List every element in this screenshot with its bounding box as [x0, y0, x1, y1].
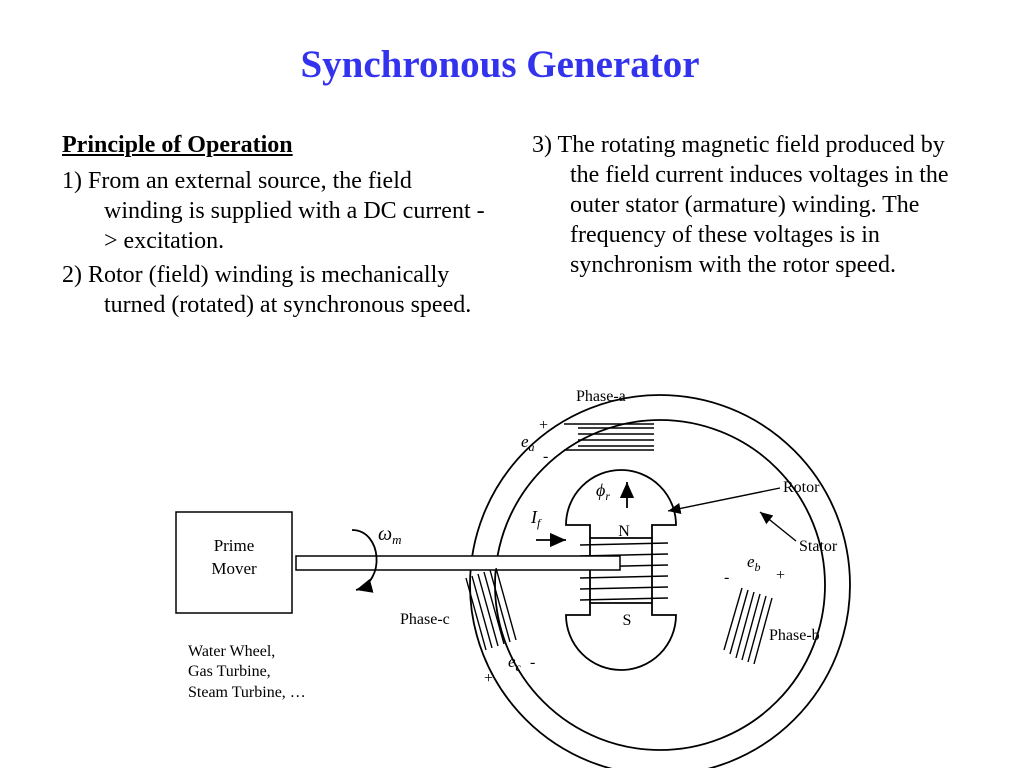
ea-label: ea — [521, 432, 535, 454]
phase-a-label: Phase-a — [576, 388, 626, 405]
stator-pointer — [759, 511, 797, 542]
phase-c-label: Phase-c — [400, 611, 450, 628]
rotor-north-pole — [565, 469, 677, 539]
stator-outer-ring — [469, 394, 851, 768]
point-1: 1) From an external source, the field wi… — [62, 168, 485, 254]
rotation-arrow — [351, 529, 378, 593]
section-heading: Principle of Operation — [62, 132, 293, 158]
flux-label: ϕr — [596, 480, 610, 503]
omega-m-label: ωm — [378, 523, 402, 547]
right-text-column: 3) The rotating magnetic field produced … — [532, 130, 972, 280]
stator-inner-ring — [494, 419, 826, 751]
south-pole-label: S — [623, 612, 632, 629]
phase-a-coil — [564, 423, 654, 451]
field-winding — [579, 542, 669, 601]
phase-a-minus: - — [543, 448, 548, 465]
slide-title: Synchronous Generator — [300, 43, 700, 86]
rotor-label: Rotor — [783, 479, 820, 496]
shaft — [295, 555, 621, 571]
source-label-1: Water Wheel, — [188, 643, 275, 660]
eb-label: eb — [747, 552, 761, 574]
phase-c-plus: + — [484, 670, 493, 687]
left-text-column: Principle of Operation 1) From an extern… — [62, 130, 492, 324]
prime-mover-label-1: Prime — [214, 536, 255, 555]
north-pole-label: N — [618, 523, 630, 540]
point-2: 2) Rotor (field) winding is mechanically… — [62, 262, 472, 318]
stator-label: Stator — [799, 538, 838, 555]
field-current-label: If — [530, 507, 542, 530]
phase-c-coil — [465, 567, 517, 651]
phase-b-plus: + — [776, 567, 785, 584]
rotor-pointer — [667, 487, 781, 514]
ec-label: ec — [508, 652, 522, 674]
source-label-3: Steam Turbine, … — [188, 684, 306, 701]
prime-mover-label-2: Mover — [211, 559, 257, 578]
phase-b-coil — [723, 587, 773, 665]
point-3: 3) The rotating magnetic field produced … — [532, 132, 949, 278]
rotor-south-pole — [565, 602, 677, 671]
phase-b-minus: - — [724, 569, 729, 586]
prime-mover-box — [175, 511, 293, 614]
phase-c-minus: - — [530, 654, 535, 671]
source-label-2: Gas Turbine, — [188, 663, 271, 680]
phase-a-plus: + — [539, 417, 548, 434]
phase-b-label: Phase-b — [769, 627, 820, 644]
